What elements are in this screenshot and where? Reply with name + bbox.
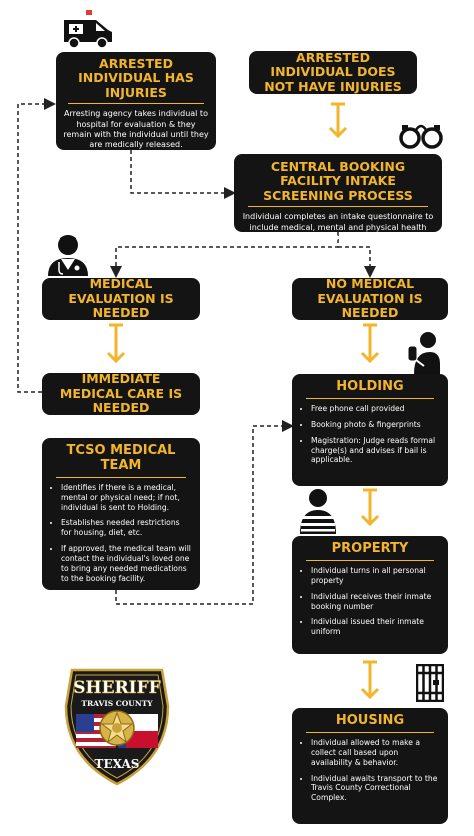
injuries-box: ARRESTED INDIVIDUAL HAS INJURIES Arresti… [56, 52, 216, 150]
divider [56, 476, 186, 478]
property-box: PROPERTY Individual turns in all persona… [292, 536, 448, 654]
medical-needed-box: MEDICAL EVALUATION IS NEEDED [42, 276, 200, 321]
central-booking-title: CENTRAL BOOKING FACILITY INTAKE SCREENIN… [263, 159, 413, 203]
central-booking-box: CENTRAL BOOKING FACILITY INTAKE SCREENIN… [234, 154, 442, 242]
tcso-team-list: Identifies if there is a medical, mental… [50, 483, 192, 584]
no-injuries-box: ARRESTED INDIVIDUAL DOES NOT HAVE INJURI… [249, 49, 417, 94]
divider [68, 103, 204, 105]
list-item: Individual allowed to make a collect cal… [311, 738, 440, 768]
divider [306, 397, 434, 399]
doctor-icon [48, 235, 88, 276]
list-item: Individual receives their inmate booking… [311, 592, 440, 612]
badge-bottom-text: TEXAS [95, 757, 140, 771]
ambulance-icon [64, 10, 112, 49]
dashed-connector-to-booking [130, 150, 236, 199]
property-title: PROPERTY [331, 541, 409, 556]
dashed-connector-team-to-holding [115, 420, 294, 605]
list-item: Individual issued their inmate uniform [311, 617, 440, 637]
divider [306, 731, 434, 733]
housing-list: Individual allowed to make a collect cal… [300, 738, 440, 803]
yellow-arrow-holding-to-property [360, 488, 380, 527]
holding-box: HOLDING Free phone call provided Booking… [292, 374, 448, 486]
list-item: Magistration: Judge reads formal charge(… [311, 436, 440, 466]
handcuffs-icon [399, 124, 443, 149]
badge-top-text: SHERIFF [73, 678, 161, 698]
medical-needed-title: MEDICAL EVALUATION IS NEEDED [68, 276, 174, 321]
property-list: Individual turns in all personal propert… [300, 566, 440, 637]
housing-box: HOUSING Individual allowed to make a col… [292, 708, 448, 824]
dashed-connector-booking-split [110, 232, 339, 278]
list-item: Individual turns in all personal propert… [311, 566, 440, 586]
immediate-care-box: IMMEDIATE MEDICAL CARE IS NEEDED [42, 371, 200, 416]
holding-list: Free phone call provided Booking photo &… [300, 404, 440, 465]
list-item: Booking photo & fingerprints [311, 420, 440, 430]
no-medical-box: NO MEDICAL EVALUATION IS NEEDED [292, 276, 448, 321]
sheriff-badge-logo: SHERIFF TRAVIS COUNTY TEXAS [64, 668, 170, 786]
yellow-arrow-property-to-housing [360, 660, 380, 700]
injuries-title: ARRESTED INDIVIDUAL HAS INJURIES [78, 56, 194, 100]
divider [248, 206, 428, 208]
no-injuries-title: ARRESTED INDIVIDUAL DOES NOT HAVE INJURI… [264, 49, 402, 94]
list-item: Establishes needed restrictions for hous… [61, 518, 192, 538]
badge-arc-text: TRAVIS COUNTY [81, 699, 153, 708]
divider [306, 559, 434, 561]
list-item: Individual awaits transport to the Travi… [311, 774, 440, 804]
no-medical-title: NO MEDICAL EVALUATION IS NEEDED [317, 276, 423, 321]
yellow-arrow-no-medical-to-holding [360, 323, 380, 364]
inmate-icon [300, 489, 336, 534]
yellow-arrow-medical-to-immediate [106, 323, 126, 364]
tcso-team-title: TCSO MEDICAL TEAM [66, 443, 176, 473]
dashed-connector-to-no-medical [338, 246, 376, 278]
central-booking-desc: Individual completes an intake questionn… [242, 212, 434, 242]
injuries-desc: Arresting agency takes individual to hos… [63, 109, 209, 150]
list-item: Free phone call provided [311, 404, 440, 414]
dashed-connector-hospital-loop [17, 98, 56, 393]
tcso-team-box: TCSO MEDICAL TEAM Identifies if there is… [42, 438, 200, 590]
list-item: If approved, the medical team will conta… [61, 544, 192, 583]
jail-cell-icon [416, 664, 444, 702]
housing-title: HOUSING [335, 713, 405, 728]
phone-call-icon [407, 332, 440, 374]
immediate-care-title: IMMEDIATE MEDICAL CARE IS NEEDED [59, 371, 183, 416]
yellow-arrow-no-injuries-to-booking [328, 102, 348, 139]
list-item: Identifies if there is a medical, mental… [61, 483, 192, 513]
holding-title: HOLDING [336, 379, 404, 394]
